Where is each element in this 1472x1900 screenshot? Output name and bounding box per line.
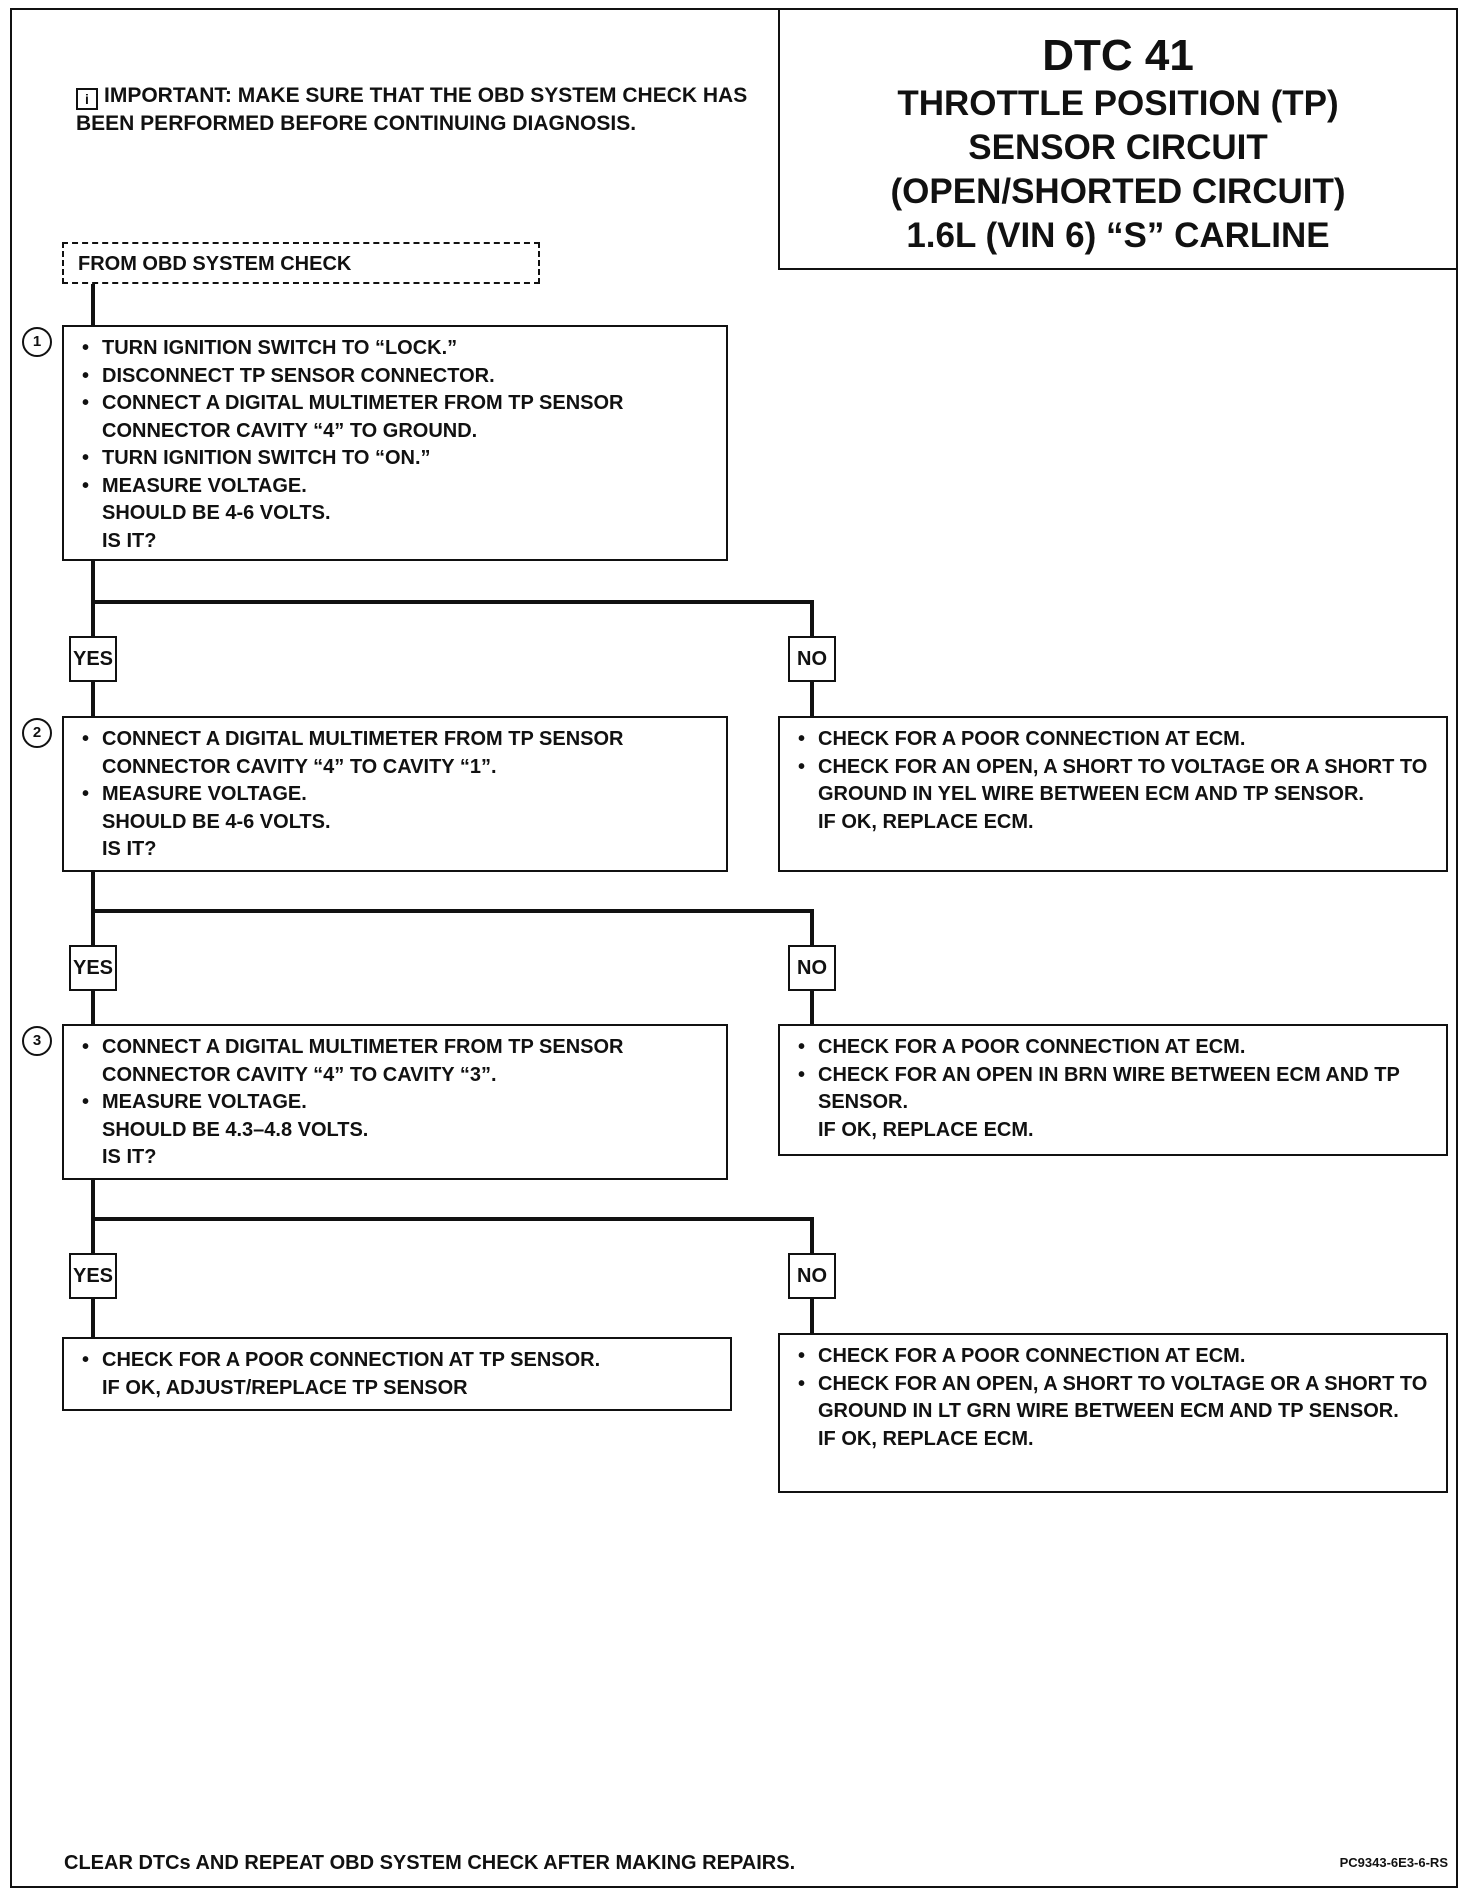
- yes-label-3: YES: [69, 1253, 117, 1299]
- step-3-bullet: CONNECT A DIGITAL MULTIMETER FROM TP SEN…: [78, 1034, 716, 1089]
- yes-label-2: YES: [69, 945, 117, 991]
- yes-label-1: YES: [69, 636, 117, 682]
- connector-step2-no: [93, 909, 814, 945]
- step-2-question: IS IT?: [102, 838, 157, 860]
- step-1-bullet: CONNECT A DIGITAL MULTIMETER FROM TP SEN…: [78, 390, 716, 445]
- step-1-box: TURN IGNITION SWITCH TO “LOCK.” DISCONNE…: [62, 325, 728, 561]
- step-3-bullet: MEASURE VOLTAGE.: [78, 1089, 716, 1117]
- page-frame: [10, 8, 1458, 1888]
- start-label: FROM OBD SYSTEM CHECK: [78, 253, 352, 275]
- step-1-spec: SHOULD BE 4-6 VOLTS.: [102, 502, 331, 524]
- info-icon: i: [76, 88, 98, 110]
- step-1-bullet: DISCONNECT TP SENSOR CONNECTOR.: [78, 363, 716, 391]
- step-number-3: 3: [22, 1026, 52, 1056]
- outcome-bullet: CHECK FOR AN OPEN, A SHORT TO VOLTAGE OR…: [794, 754, 1436, 809]
- step-3-spec: SHOULD BE 4.3–4.8 VOLTS.: [102, 1118, 369, 1141]
- yes-3-outcome-box: CHECK FOR A POOR CONNECTION AT TP SENSOR…: [62, 1337, 732, 1411]
- step-3-box: CONNECT A DIGITAL MULTIMETER FROM TP SEN…: [62, 1024, 728, 1180]
- connector-step1-no: [93, 600, 814, 636]
- title-line: SENSOR CIRCUIT: [968, 128, 1268, 167]
- dtc-code: DTC 41: [1042, 31, 1194, 80]
- step-number-1: 1: [22, 327, 52, 357]
- connector-step3-no: [93, 1217, 814, 1253]
- title-block: DTC 41 THROTTLE POSITION (TP) SENSOR CIR…: [778, 8, 1458, 270]
- outcome-bullet: CHECK FOR AN OPEN, A SHORT TO VOLTAGE OR…: [794, 1371, 1436, 1426]
- title-line: THROTTLE POSITION (TP): [897, 84, 1339, 123]
- step-2-bullet: CONNECT A DIGITAL MULTIMETER FROM TP SEN…: [78, 726, 716, 781]
- step-1-question: IS IT?: [102, 529, 157, 552]
- no-label-3: NO: [788, 1253, 836, 1299]
- step-3-question: IS IT?: [102, 1146, 157, 1168]
- outcome-bullet: CHECK FOR A POOR CONNECTION AT ECM.: [794, 726, 1436, 754]
- no-label-2: NO: [788, 945, 836, 991]
- step-number-2: 2: [22, 718, 52, 748]
- step-1-bullet: TURN IGNITION SWITCH TO “ON.”: [78, 445, 716, 473]
- start-box: FROM OBD SYSTEM CHECK: [62, 242, 540, 284]
- outcome-action: IF OK, REPLACE ECM.: [818, 1118, 1034, 1141]
- no-label-1: NO: [788, 636, 836, 682]
- title-line: (OPEN/SHORTED CIRCUIT): [890, 172, 1346, 211]
- step-1-bullet: TURN IGNITION SWITCH TO “LOCK.”: [78, 335, 716, 363]
- outcome-action: IF OK, REPLACE ECM.: [818, 1427, 1034, 1450]
- no-3-outcome-box: CHECK FOR A POOR CONNECTION AT ECM. CHEC…: [778, 1333, 1448, 1493]
- figure-reference: PC9343-6E3-6-RS: [1339, 1855, 1448, 1870]
- step-2-bullet: MEASURE VOLTAGE.: [78, 781, 716, 809]
- footer-note: CLEAR DTCs AND REPEAT OBD SYSTEM CHECK A…: [64, 1852, 796, 1874]
- step-1-bullet: MEASURE VOLTAGE.: [78, 473, 716, 501]
- title-line: 1.6L (VIN 6) “S” CARLINE: [906, 216, 1330, 255]
- step-2-box: CONNECT A DIGITAL MULTIMETER FROM TP SEN…: [62, 716, 728, 872]
- outcome-bullet: CHECK FOR A POOR CONNECTION AT TP SENSOR…: [78, 1347, 720, 1375]
- step-2-spec: SHOULD BE 4-6 VOLTS.: [102, 810, 331, 833]
- important-text: IMPORTANT: MAKE SURE THAT THE OBD SYSTEM…: [76, 84, 748, 135]
- outcome-bullet: CHECK FOR A POOR CONNECTION AT ECM.: [794, 1343, 1436, 1371]
- outcome-action: IF OK, ADJUST/REPLACE TP SENSOR: [102, 1376, 468, 1399]
- outcome-action: IF OK, REPLACE ECM.: [818, 810, 1034, 833]
- no-1-outcome-box: CHECK FOR A POOR CONNECTION AT ECM. CHEC…: [778, 716, 1448, 872]
- outcome-bullet: CHECK FOR AN OPEN IN BRN WIRE BETWEEN EC…: [794, 1062, 1436, 1117]
- no-2-outcome-box: CHECK FOR A POOR CONNECTION AT ECM. CHEC…: [778, 1024, 1448, 1156]
- outcome-bullet: CHECK FOR A POOR CONNECTION AT ECM.: [794, 1034, 1436, 1062]
